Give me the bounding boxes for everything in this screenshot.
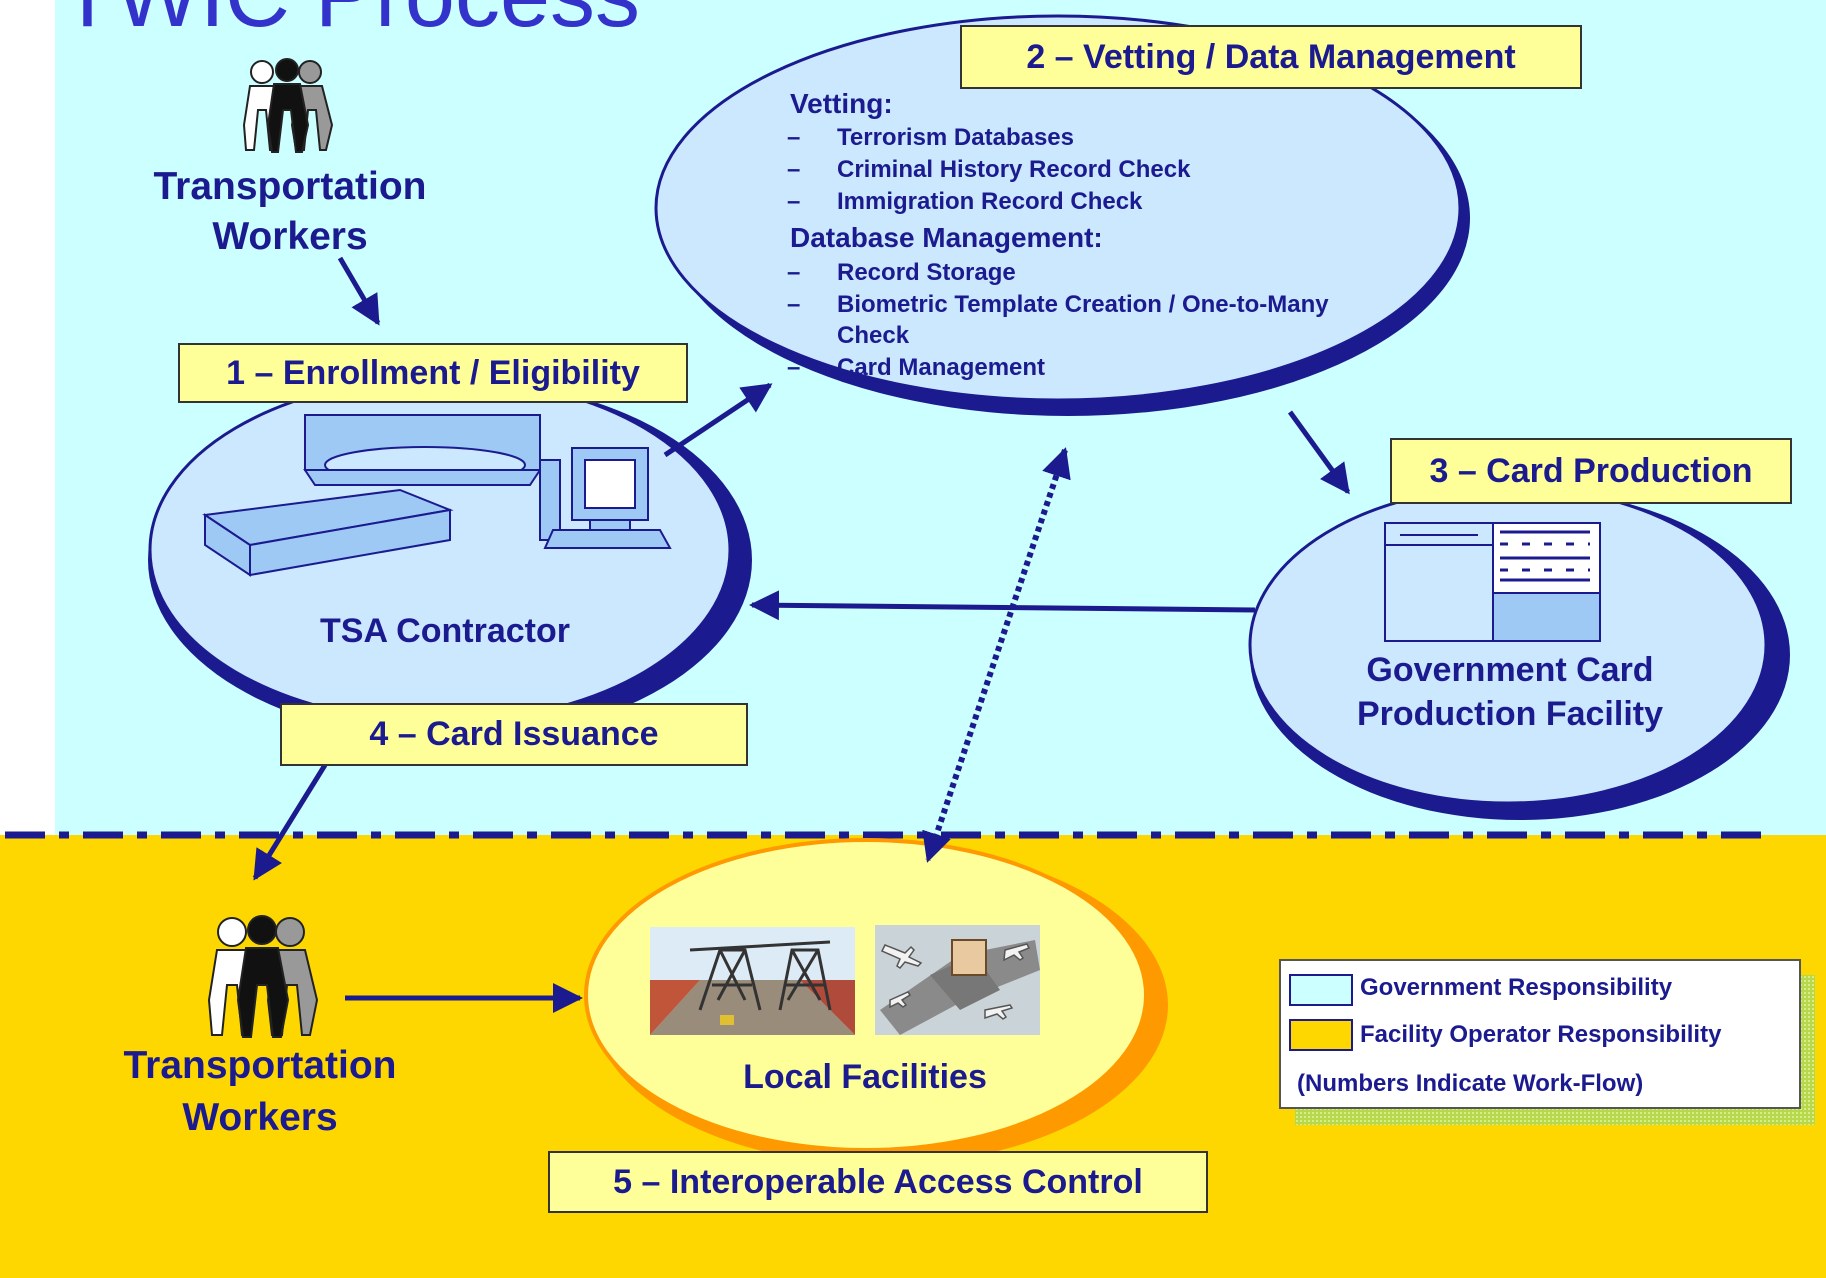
bullet: –: [787, 124, 801, 151]
db-item: Card Management: [837, 354, 1046, 381]
computer-scanner-icon: [202, 414, 672, 577]
workers-bottom-line1: Transportation: [123, 1044, 397, 1087]
card-layout-icon: [1384, 522, 1601, 642]
workers-bottom-line2: Workers: [182, 1096, 338, 1139]
db-heading: Database Management:: [790, 222, 1103, 253]
legend-note: (Numbers Indicate Work-Flow): [1297, 1070, 1644, 1097]
bullet: –: [787, 354, 801, 381]
legend-facility: Facility Operator Responsibility: [1360, 1021, 1722, 1048]
workers-top-label: Transportation Workers: [120, 162, 460, 262]
local-facilities-label: Local Facilities: [743, 1058, 987, 1096]
bullet: –: [787, 188, 801, 215]
legend-swatch-government: [1289, 974, 1353, 1006]
bullet: –: [787, 291, 801, 318]
workers-top-line1: Transportation: [153, 165, 427, 208]
vetting-item: Immigration Record Check: [837, 188, 1143, 215]
step2-label-box: 2 – Vetting / Data Management: [960, 25, 1582, 89]
legend-swatch-facility: [1289, 1019, 1353, 1051]
legend-government: Government Responsibility: [1360, 974, 1673, 1001]
bullet: –: [787, 259, 801, 286]
db-item: Check: [837, 322, 910, 349]
db-item: Record Storage: [837, 259, 1016, 286]
arrow-workers-to-enrollment: [337, 256, 381, 326]
legend-box: [1279, 959, 1801, 1109]
vetting-item: Terrorism Databases: [837, 124, 1074, 151]
vetting-heading: Vetting:: [790, 88, 893, 119]
arrow-enrollment-to-vetting: [663, 382, 773, 458]
step5-label-box: 5 – Interoperable Access Control: [548, 1151, 1208, 1213]
step3-label-box: 3 – Card Production: [1390, 438, 1792, 504]
step4-label-box: 4 – Card Issuance: [280, 703, 748, 766]
step1-label-box: 1 – Enrollment / Eligibility: [178, 343, 688, 403]
page-title: TWIC Process: [60, 0, 640, 46]
arrow-vetting-facilities-data-link: [922, 447, 1071, 863]
tsa-contractor-label: TSA Contractor: [320, 612, 570, 650]
arrow-issuance-to-workers: [252, 763, 328, 881]
port-cranes-icon: [650, 927, 855, 1035]
workers-top-line2: Workers: [212, 215, 368, 258]
arrow-vetting-to-production: [1287, 410, 1351, 495]
db-item: Biometric Template Creation / One-to-Man…: [837, 291, 1329, 318]
people-group-icon-bottom: [207, 915, 319, 1038]
step5-ellipse: [584, 838, 1148, 1152]
people-group-icon-top: [242, 58, 334, 153]
production-facility-line1: Government Card: [1366, 651, 1654, 689]
workers-bottom-label: Transportation Workers: [90, 1040, 430, 1144]
vetting-item: Criminal History Record Check: [837, 156, 1191, 183]
production-facility-line2: Production Facility: [1356, 695, 1664, 733]
airport-icon: [875, 925, 1040, 1035]
step2-ellipse: [654, 14, 1462, 402]
bullet: –: [787, 156, 801, 183]
production-facility-label: Government Card Production Facility: [1300, 648, 1720, 736]
